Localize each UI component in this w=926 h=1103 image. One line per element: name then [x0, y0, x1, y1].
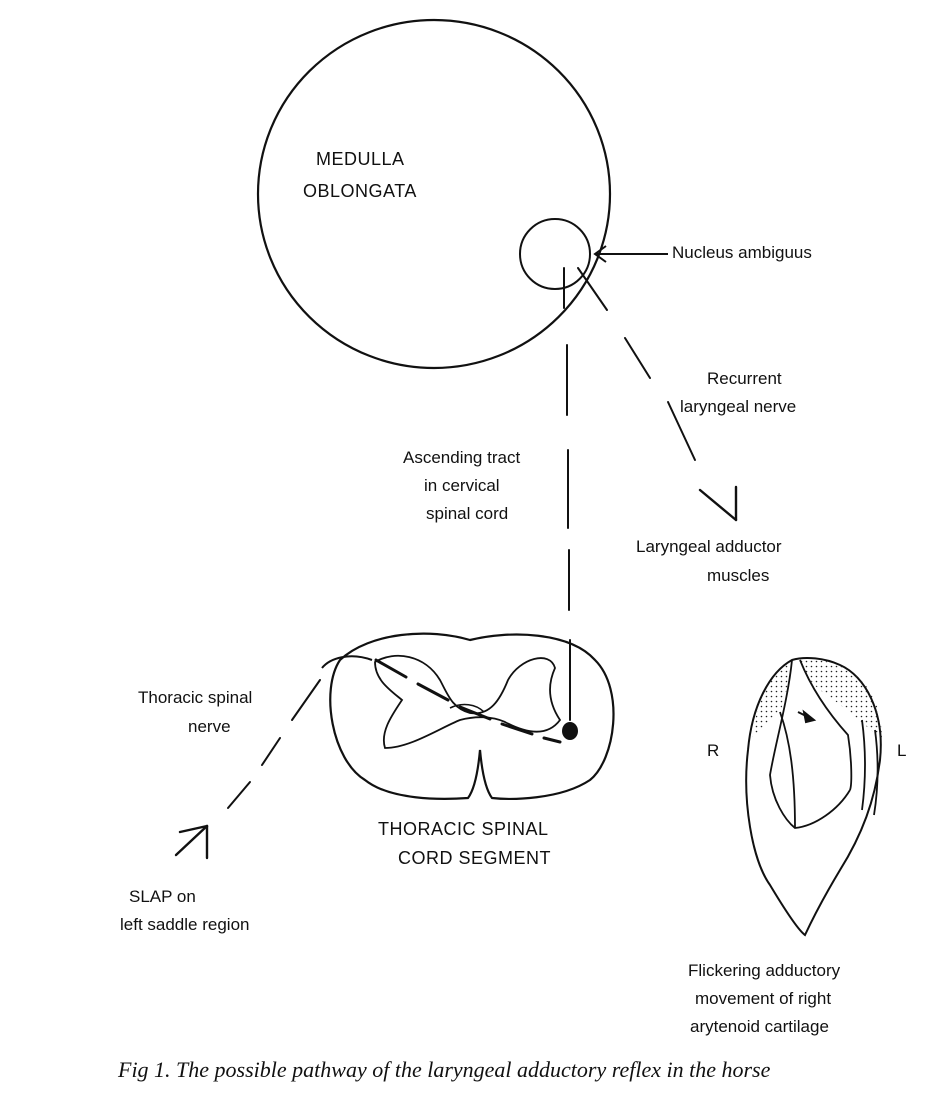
adductor-arrowhead — [698, 485, 738, 522]
adductor-muscles-label-line2: muscles — [707, 566, 770, 585]
vocal-fold-lines — [769, 659, 879, 829]
larynx-right-marker: R — [707, 741, 720, 760]
flicker-label-line3: arytenoid cartilage — [690, 1017, 829, 1036]
recurrent-nerve-label-line2: laryngeal nerve — [680, 397, 797, 416]
ascending-tract-label-line1: Ascending tract — [403, 448, 521, 467]
figure-caption: Fig 1. The possible pathway of the laryn… — [118, 1057, 771, 1082]
right-arytenoid-shading — [752, 660, 792, 740]
slap-label-line2: left saddle region — [120, 915, 250, 934]
thoracic-nerve-label-line2: nerve — [188, 717, 231, 736]
adductor-muscles-label-line1: Laryngeal adductor — [636, 537, 782, 556]
medulla-outline — [256, 18, 612, 370]
ascending-tract-line — [563, 267, 571, 721]
grey-matter-outline — [374, 654, 562, 749]
spinal-nerve-curve — [321, 655, 373, 669]
synapse-dot — [562, 722, 578, 740]
thoracic-nerve-label-line1: Thoracic spinal — [138, 688, 253, 707]
left-arytenoid-shading — [800, 659, 882, 740]
cord-pathway-line — [374, 658, 562, 744]
recurrent-nerve-line — [577, 267, 696, 461]
flicker-label-line2: movement of right — [695, 989, 832, 1008]
ascending-tract-label-line2: in cervical — [424, 476, 500, 495]
recurrent-nerve-label-line1: Recurrent — [707, 369, 782, 388]
medulla-label-line1: MEDULLA — [316, 149, 405, 169]
nucleus-ambiguus-circle — [519, 218, 591, 290]
larynx-left-marker: L — [897, 741, 907, 760]
nucleus-pointer-arrow — [593, 245, 668, 263]
arytenoid-movement-arrow — [797, 709, 817, 724]
flicker-label-line1: Flickering adductory — [688, 961, 841, 980]
central-canal — [449, 703, 485, 713]
slap-label-line1: SLAP on — [129, 887, 196, 906]
medulla-label-line2: OBLONGATA — [303, 181, 417, 201]
cord-segment-label-line1: THORACIC SPINAL — [378, 819, 549, 839]
cord-segment-label-line2: CORD SEGMENT — [398, 848, 552, 868]
spinal-nerve-line — [227, 679, 321, 809]
ascending-tract-label-line3: spinal cord — [426, 504, 509, 523]
nucleus-ambiguus-label: Nucleus ambiguus — [672, 243, 812, 262]
spinal-cord-outline — [329, 632, 615, 800]
slap-arrowhead — [174, 824, 209, 860]
